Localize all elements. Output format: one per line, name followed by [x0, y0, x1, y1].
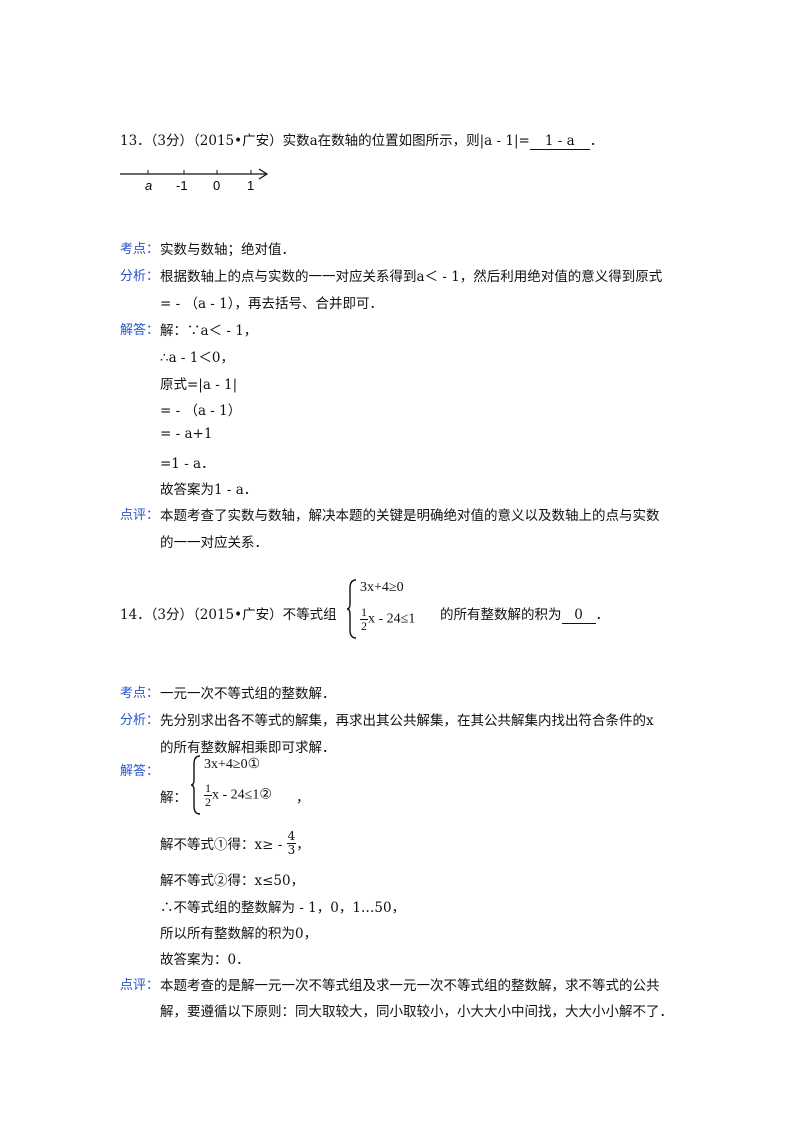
q14-step-3: ∴不等式组的整数解为 - 1，0，1…50，: [160, 900, 406, 916]
q13-stem-text: 13．（3分）（2015•广安）实数a在数轴的位置如图所示，则|a - 1|=: [120, 133, 530, 149]
q13-kaodian-label: 考点：: [120, 242, 160, 257]
q13-dianping-2: 的一一对应关系．: [160, 535, 268, 551]
q14-step-1-den: 3: [287, 842, 296, 857]
q14-dianping-1: 本题考查的是解一元一次不等式组及求一元一次不等式组的整数解，求不等式的公共: [160, 978, 660, 994]
q13-stem-end: ．: [589, 133, 604, 149]
q14-stem-end: ．: [595, 607, 610, 623]
label-a: a: [145, 178, 152, 193]
q14-stem-after-text: 的所有整数解的积为: [440, 607, 562, 623]
q14-sys-line-2-rest: x - 24≤1: [368, 611, 416, 627]
q14-dianping-label: 点评：: [120, 978, 160, 993]
q13-jieda-line-6: =1 - a．: [160, 456, 215, 472]
left-brace-icon: [190, 755, 201, 815]
q14-dianping-2: 解，要遵循以下原则：同大取较大，同小取较小，小大大小中间找，大大小小解不了．: [160, 1004, 673, 1020]
q13-dianping-label: 点评：: [120, 508, 160, 523]
q13-fenxi-1: 根据数轴上的点与实数的一一对应关系得到a＜ - 1，然后利用绝对值的意义得到原式: [160, 269, 663, 285]
q14-step-1-text: 解不等式①得：x≥ -: [160, 837, 287, 854]
number-line-figure: a -1 0 1: [120, 168, 269, 193]
q14-kaodian-label: 考点：: [120, 686, 160, 701]
label-neg1: -1: [176, 178, 188, 193]
q14-sys-line-1: 3x+4≥0: [360, 580, 404, 595]
q14-jieda-label: 解答：: [120, 764, 160, 779]
q13-fenxi-2: = - （a - 1），再去括号、合并即可．: [160, 296, 383, 312]
label-1: 1: [247, 178, 254, 193]
q14-step-4: 所以所有整数解的积为0，: [160, 926, 318, 942]
q14-jie-sys-frac-den: 2: [205, 794, 211, 809]
q14-step-1-num: 4: [286, 829, 297, 844]
q14-step-1-end: ，: [296, 837, 310, 854]
q14-fenxi-1: 先分别求出各不等式的解集，再求出其公共解集，在其公共解集内找出符合条件的x: [160, 713, 654, 729]
number-line-arrow-icon: [258, 168, 269, 180]
q13-jieda-label: 解答：: [120, 323, 160, 338]
q14-jie-sys-frac-num: 1: [204, 781, 212, 796]
left-brace-icon: [346, 579, 357, 639]
q14-jie-prefix: 解：: [160, 790, 187, 806]
q13-jieda-line-1: 解：∵a＜ - 1，: [160, 323, 258, 339]
q14-jie-sys-end: ，: [296, 790, 310, 806]
q13-fenxi-label: 分析：: [120, 269, 160, 284]
q14-sys-frac-num: 1: [360, 605, 368, 620]
q13-dianping-1: 本题考查了实数与数轴，解决本题的关键是明确绝对值的意义以及数轴上的点与实数: [160, 508, 660, 524]
q14-fenxi-label: 分析：: [120, 713, 160, 728]
q14-fenxi-2: 的所有整数解相乘即可求解．: [160, 740, 336, 756]
label-0: 0: [213, 178, 220, 193]
q13-answer: 1 - a: [529, 133, 590, 150]
q14-kaodian: 一元一次不等式组的整数解．: [160, 686, 336, 702]
q14-sys-frac-den: 2: [361, 618, 367, 633]
q14-step-2: 解不等式②得：x≤50，: [160, 873, 305, 889]
q13-jieda-line-3: 原式=|a - 1|: [160, 377, 238, 393]
q14-jie-sys-line-2-rest: x - 24≤1②: [212, 787, 272, 803]
q13-kaodian: 实数与数轴；绝对值．: [160, 242, 295, 258]
q14-step-5: 故答案为：0．: [160, 952, 250, 968]
q14-stem: 14．（3分）（2015•广安）不等式组: [120, 607, 337, 623]
q14-jie-sys-line-1: 3x+4≥0①: [204, 757, 261, 772]
q13-jieda-line-5: = - a+1: [160, 426, 213, 442]
q13-jieda-line-4: = - （a - 1）: [160, 403, 242, 419]
q13-jieda-line-7: 故答案为1 - a．: [160, 482, 258, 498]
q13-stem: 13．（3分）（2015•广安）实数a在数轴的位置如图所示，则|a - 1|=1…: [120, 129, 603, 150]
q13-jieda-line-2: ∴a - 1＜0，: [160, 350, 234, 366]
q14-answer: 0: [561, 607, 596, 624]
